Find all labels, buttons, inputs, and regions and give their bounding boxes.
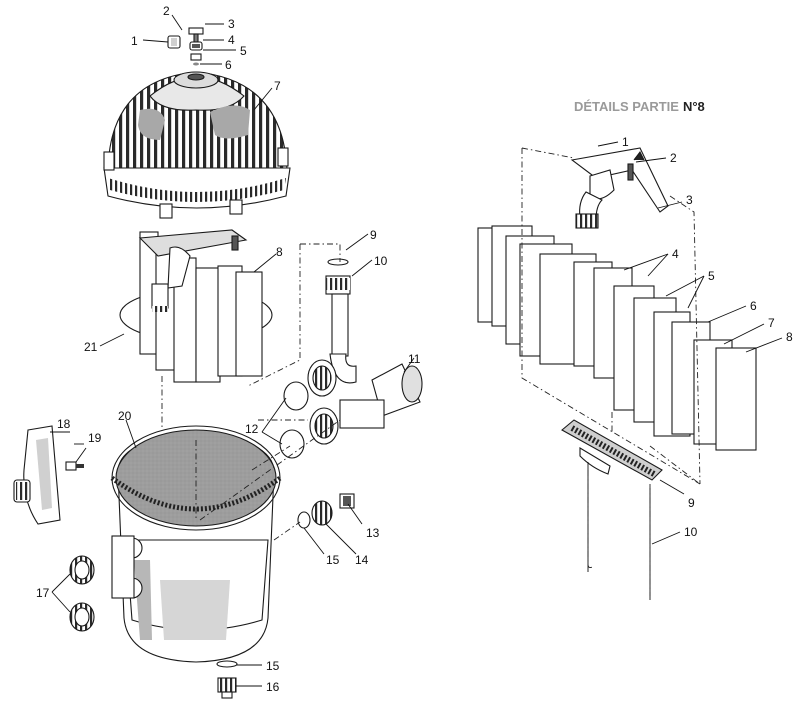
main-callout-20: 20 (118, 409, 132, 423)
drain-fitting-part (297, 493, 355, 529)
main-callout-14: 14 (355, 553, 369, 567)
grid-panel (715, 347, 757, 451)
main-callout-7: 7 (274, 79, 281, 93)
filter-grid-panels (477, 225, 757, 451)
detail-callouts: 1 2 3 4 5 6 7 8 9 10 (622, 135, 793, 539)
main-callout-4: 4 (228, 33, 235, 47)
air-relief-valve-part (188, 27, 204, 66)
outlet-pipe-part (283, 258, 357, 411)
detail-callout-9: 9 (688, 496, 695, 510)
main-callout-17: 17 (36, 586, 50, 600)
main-callout-13: 13 (366, 526, 380, 540)
main-callout-12: 12 (245, 422, 259, 436)
detail-callout-1: 1 (622, 135, 629, 149)
bottom-manifold-part (561, 419, 663, 600)
main-callout-10: 10 (374, 254, 388, 268)
main-callout-1: 1 (131, 34, 138, 48)
detail-callout-2: 2 (670, 151, 677, 165)
detail-title-prefix: DÉTAILS PARTIE (574, 99, 679, 114)
main-callout-9: 9 (370, 228, 377, 242)
main-callouts: 1 2 3 4 5 6 7 8 9 10 11 12 13 14 15 15 1… (36, 4, 421, 694)
main-callout-6: 6 (225, 58, 232, 72)
detail-callout-4: 4 (672, 247, 679, 261)
main-assembly-lines (161, 243, 341, 541)
bottom-drain-part (216, 660, 238, 699)
detail-callout-3: 3 (686, 193, 693, 207)
filter-tank-part (110, 425, 282, 663)
main-callout-2: 2 (163, 4, 170, 18)
main-leader-lines (50, 14, 415, 687)
main-callout-5: 5 (240, 44, 247, 58)
detail-assembly-lines (521, 147, 701, 596)
main-callout-18: 18 (57, 417, 71, 431)
union-connector-part (69, 555, 95, 632)
detail-callout-10: 10 (684, 525, 698, 539)
drain-cap-part (167, 35, 181, 49)
gauge-bracket-part (13, 425, 61, 525)
detail-callout-8: 8 (786, 330, 793, 344)
filter-grid-assembly-part (119, 229, 273, 383)
manifold-part (570, 147, 669, 229)
detail-callout-6: 6 (750, 299, 757, 313)
detail-title-number: N°8 (683, 99, 705, 114)
inlet-pipe-part (279, 363, 423, 459)
main-callout-16: 16 (266, 680, 280, 694)
main-callout-11: 11 (408, 352, 421, 366)
detail-callout-5: 5 (708, 269, 715, 283)
detail-leader-lines (597, 141, 783, 545)
main-callout-3: 3 (228, 17, 235, 31)
filter-dome-part (103, 71, 291, 219)
detail-callout-7: 7 (768, 316, 775, 330)
detail-title: DÉTAILS PARTIE N°8 (574, 99, 705, 114)
gauge-fitting-part (65, 461, 84, 471)
main-callout-15-bottom: 15 (266, 659, 280, 673)
main-callout-15-side: 15 (326, 553, 340, 567)
main-callout-21: 21 (84, 340, 98, 354)
main-callout-19: 19 (88, 431, 102, 445)
main-callout-8: 8 (276, 245, 283, 259)
